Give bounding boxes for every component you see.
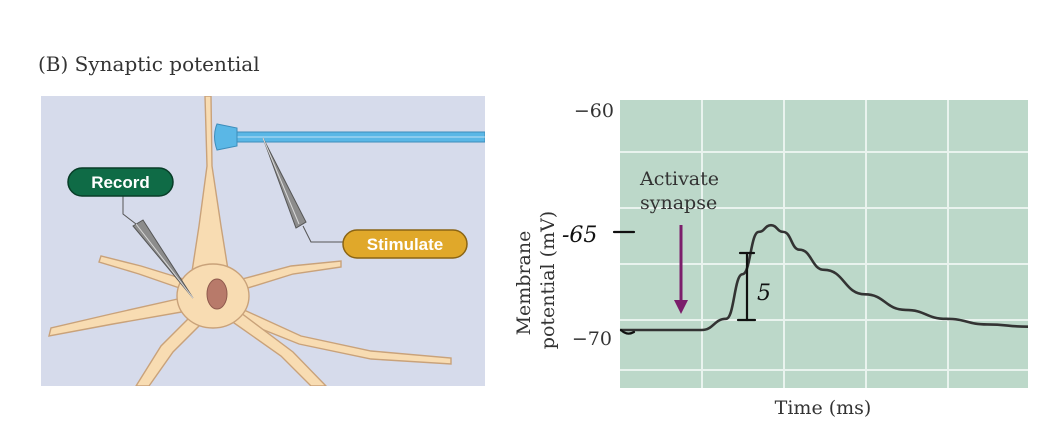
amplitude-bracket bbox=[736, 251, 757, 322]
y-axis-label-line2: potential (mV) bbox=[537, 211, 559, 349]
potential-plot: −60 −70 Membrane potential (mV) Time (ms… bbox=[513, 100, 1029, 419]
stimulus-arrow bbox=[674, 225, 688, 314]
handwritten-label-5: 5 bbox=[757, 281, 771, 306]
handwritten-tick-70 bbox=[619, 328, 636, 335]
plot-area bbox=[620, 100, 1028, 388]
synaptic-terminal bbox=[214, 123, 238, 151]
nucleus bbox=[206, 278, 228, 310]
handwritten-label-65: -65 bbox=[562, 223, 597, 248]
panel-title: (B) Synaptic potential bbox=[38, 52, 260, 76]
activate-synapse-annotation: Activate synapse bbox=[639, 168, 725, 214]
y-axis-label: Membrane potential (mV) bbox=[513, 211, 559, 349]
neuron-diagram: Record Stimulate bbox=[41, 96, 485, 386]
stimulate-label-text: Stimulate bbox=[367, 235, 444, 254]
stimulate-label: Stimulate bbox=[342, 229, 468, 259]
y-tick-label: −60 bbox=[574, 100, 614, 122]
handwritten-marks bbox=[612, 230, 757, 335]
y-tick-label: −70 bbox=[572, 328, 612, 350]
record-label: Record bbox=[67, 167, 174, 197]
stimulating-electrode bbox=[262, 137, 343, 243]
record-label-text: Record bbox=[91, 173, 150, 192]
membrane-potential-trace bbox=[620, 223, 1029, 332]
recording-electrode bbox=[122, 194, 194, 299]
x-axis-label: Time (ms) bbox=[775, 397, 872, 419]
y-axis-label-line1: Membrane bbox=[513, 231, 535, 336]
